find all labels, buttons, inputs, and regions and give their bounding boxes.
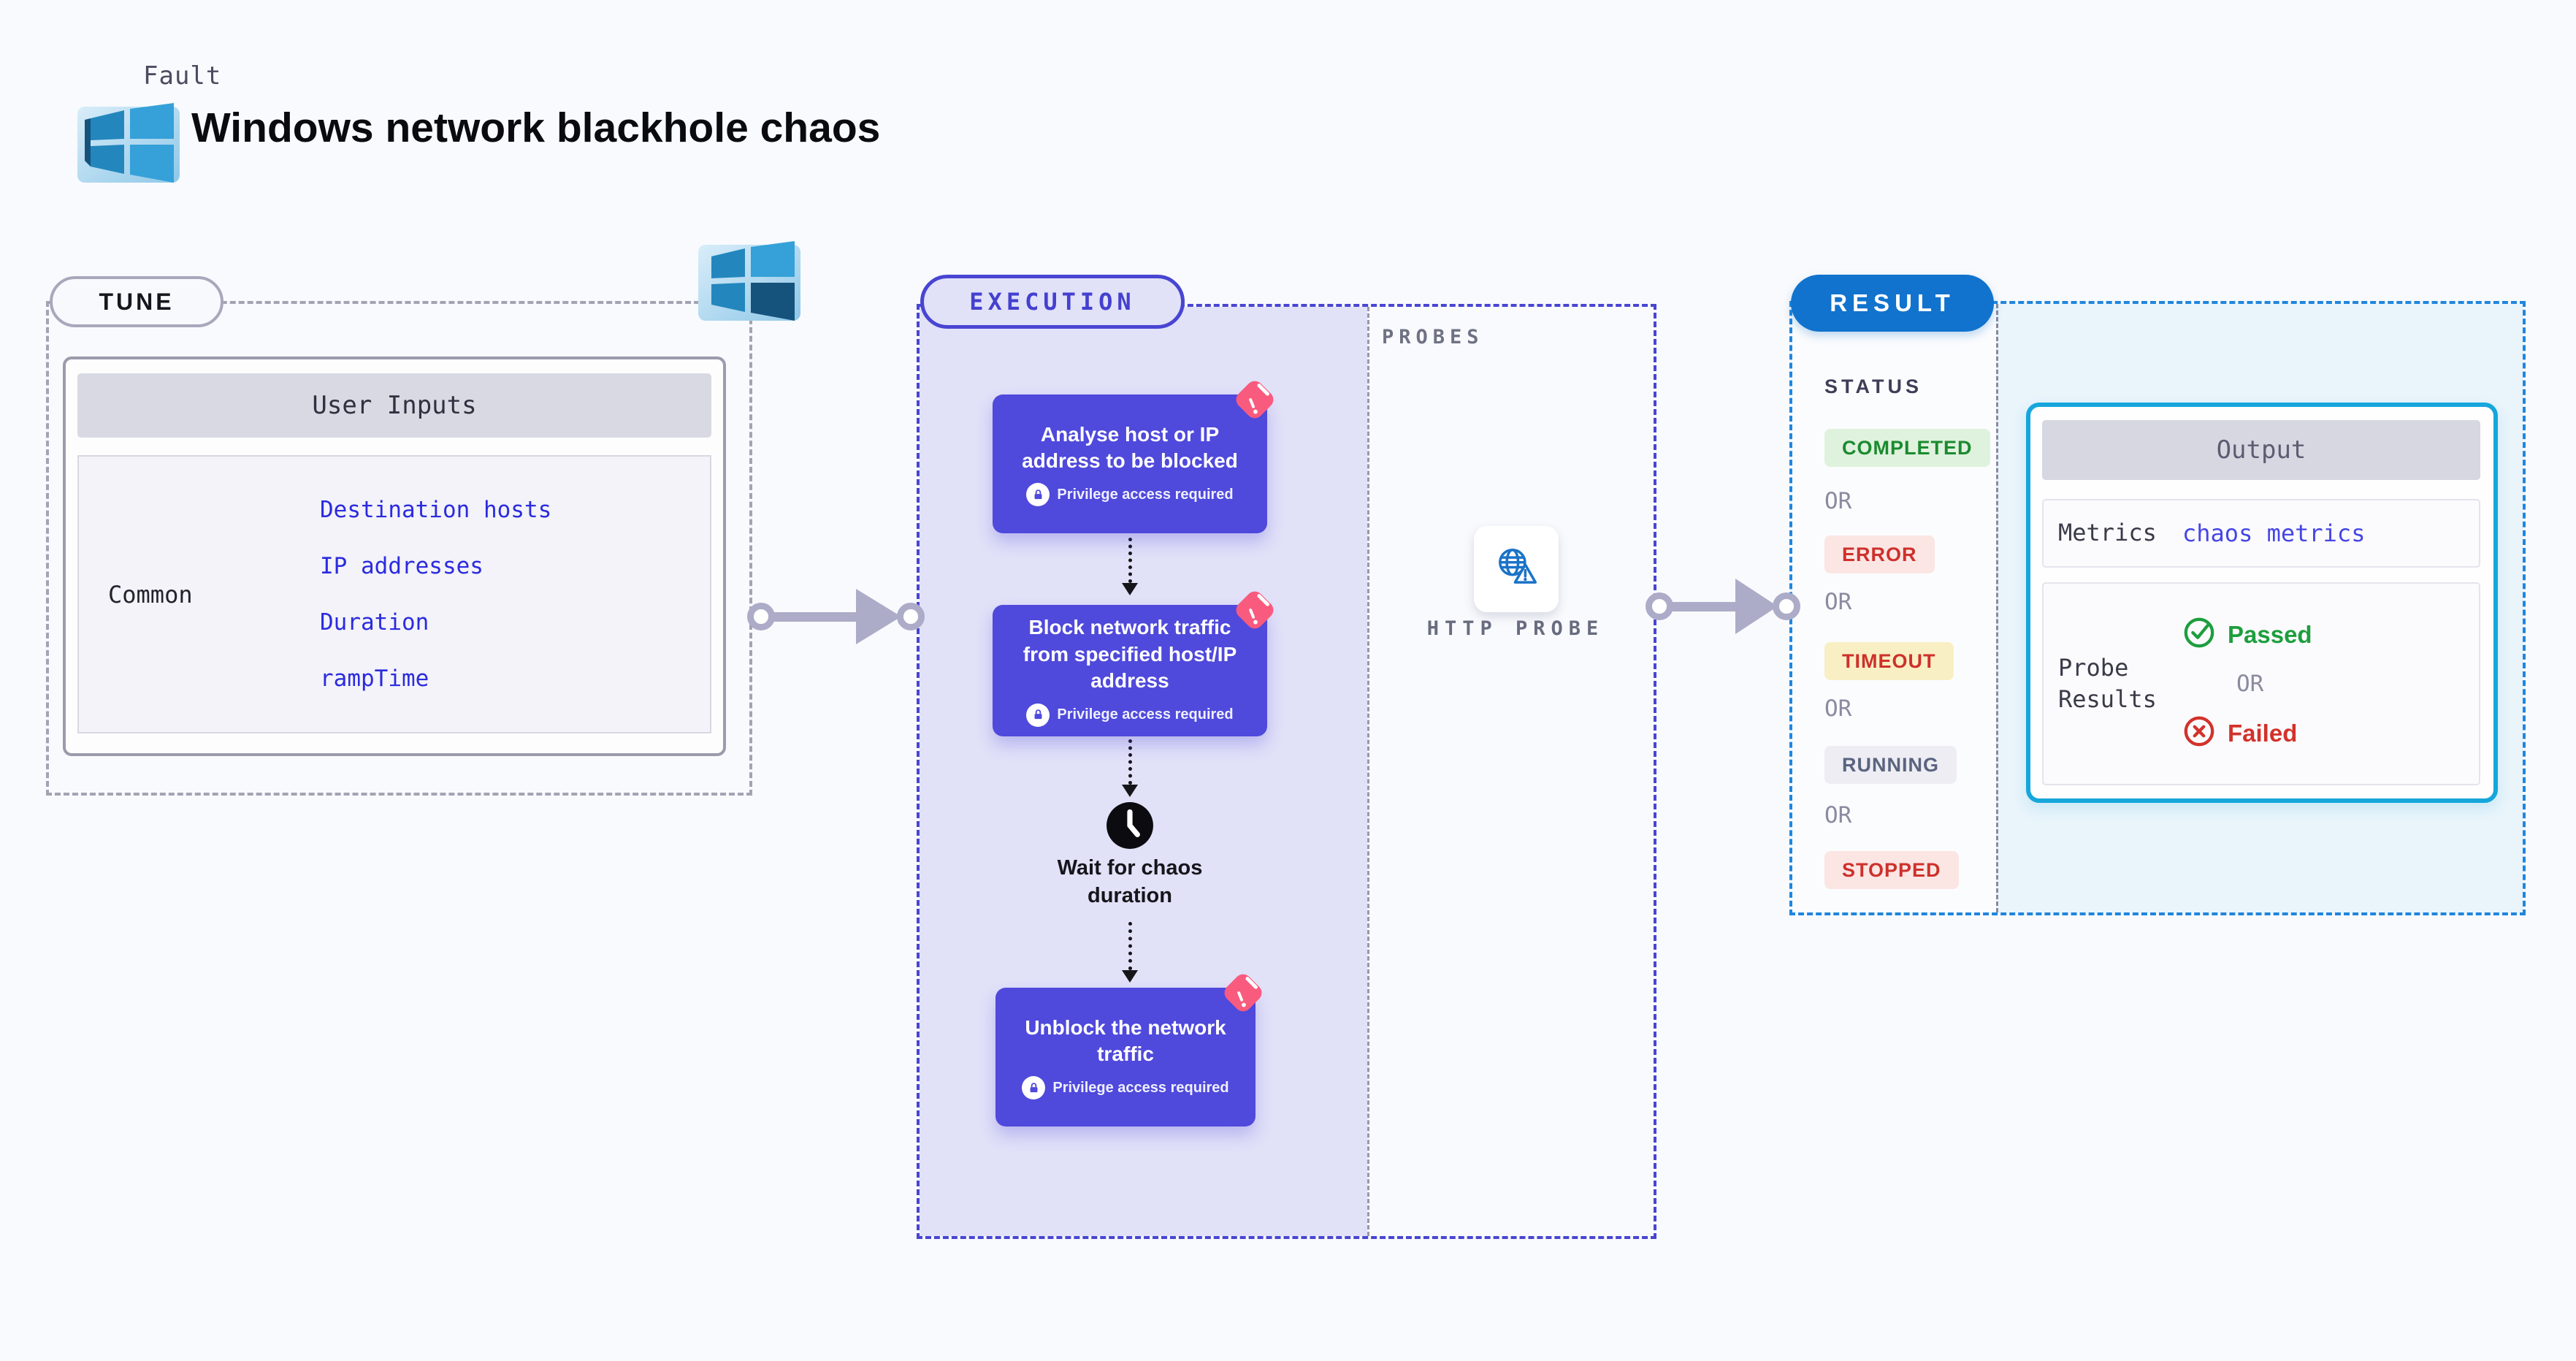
link-ramptime[interactable]: rampTime — [320, 666, 429, 692]
status-output-divider — [1996, 304, 1998, 912]
privilege-row: Privilege access required — [1026, 703, 1234, 727]
flow-arrow-icon — [1122, 970, 1138, 983]
step-title: Analyse host or IP address to be blocked — [1022, 422, 1238, 472]
arrow-head-icon — [1735, 579, 1778, 634]
chaos-metrics-link[interactable]: chaos metrics — [2182, 519, 2366, 547]
step-analyse-host: Analyse host or IP address to be blocked… — [993, 381, 1274, 533]
tune-section-label: TUNE — [50, 276, 223, 327]
http-probe-node — [1474, 526, 1559, 612]
windows-logo-icon — [76, 101, 187, 186]
link-duration[interactable]: Duration — [320, 609, 429, 636]
page-title: Windows network blackhole chaos — [191, 104, 881, 151]
probe-results-label: Probe Results — [2058, 653, 2157, 713]
connector-dot — [1646, 592, 1673, 620]
or-label: OR — [1824, 488, 1852, 514]
metrics-label: Metrics — [2058, 519, 2157, 547]
step-title: Unblock the network traffic — [1025, 1015, 1226, 1065]
step-title: Block network traffic from specified hos… — [1023, 616, 1237, 693]
or-label: OR — [1824, 802, 1852, 828]
check-circle-icon — [2182, 616, 2216, 653]
globe-warning-icon — [1492, 544, 1540, 595]
flow-connector — [1128, 739, 1132, 785]
metrics-row: Metrics chaos metrics — [2042, 499, 2480, 568]
user-inputs-header: User Inputs — [77, 373, 711, 438]
status-column — [1792, 304, 1996, 912]
execution-probes-divider — [1367, 307, 1369, 1236]
passed-row: Passed — [2182, 616, 2312, 653]
step-block-traffic: Block network traffic from specified hos… — [993, 591, 1274, 736]
clock-icon — [1105, 801, 1155, 854]
status-badge-error: ERROR — [1824, 535, 1935, 573]
or-label: OR — [2236, 671, 2264, 697]
execution-section-label: EXECUTION — [920, 275, 1185, 329]
probes-section-label: PROBES — [1382, 326, 1484, 348]
probe-results-row: Probe Results Passed OR — [2042, 582, 2480, 785]
arrow-line — [773, 612, 859, 622]
failed-row: Failed — [2182, 714, 2312, 752]
failed-label: Failed — [2228, 719, 2298, 747]
status-badge-timeout: TIMEOUT — [1824, 642, 1954, 680]
privilege-note: Privilege access required — [1057, 706, 1234, 723]
flow-connector — [1128, 922, 1132, 970]
result-section-label: RESULT — [1791, 275, 1994, 332]
flow-arrow-icon — [1122, 785, 1138, 797]
arrow-line — [1671, 602, 1738, 611]
x-circle-icon — [2182, 714, 2216, 752]
arrow-head-icon — [856, 589, 901, 644]
chaos-experiment-icon — [1218, 967, 1269, 1022]
connector-dot — [897, 603, 925, 630]
status-badge-running: RUNNING — [1824, 746, 1957, 784]
or-label: OR — [1824, 589, 1852, 615]
step-unblock-traffic: Unblock the network traffic Privilege ac… — [995, 974, 1262, 1126]
lock-icon — [1022, 1076, 1046, 1100]
connector-dot — [1773, 592, 1800, 620]
http-probe-label: HTTP PROBE — [1426, 617, 1605, 640]
windows-logo-icon — [697, 239, 808, 324]
step-wait-duration: Wait for chaos duration — [1057, 856, 1203, 907]
user-inputs-table: Common Destination hosts IP addresses Du… — [77, 455, 711, 733]
passed-label: Passed — [2228, 620, 2312, 648]
status-title: STATUS — [1824, 375, 1922, 397]
connector-dot — [747, 603, 775, 630]
flow-arrow-icon — [1122, 583, 1138, 595]
or-label: OR — [1824, 695, 1852, 722]
privilege-row: Privilege access required — [1026, 483, 1234, 507]
chaos-experiment-icon — [1229, 584, 1280, 639]
status-badge-completed: COMPLETED — [1824, 429, 1990, 467]
output-header: Output — [2042, 420, 2480, 480]
row-label-common: Common — [108, 580, 193, 609]
privilege-note: Privilege access required — [1057, 486, 1234, 503]
tunable-links: Destination hosts IP addresses Duration … — [320, 457, 710, 732]
link-ip-addresses[interactable]: IP addresses — [320, 553, 484, 579]
tune-section — [46, 301, 752, 796]
flow-connector — [1128, 538, 1132, 583]
lock-icon — [1026, 483, 1050, 507]
status-badge-stopped: STOPPED — [1824, 851, 1959, 889]
fault-kicker: Fault — [143, 61, 222, 91]
privilege-note: Privilege access required — [1052, 1079, 1229, 1096]
probe-results-values: Passed OR Failed — [2182, 616, 2312, 752]
chaos-experiment-icon — [1229, 374, 1280, 429]
link-destination-hosts[interactable]: Destination hosts — [320, 497, 552, 523]
lock-icon — [1026, 703, 1050, 727]
privilege-row: Privilege access required — [1022, 1076, 1229, 1100]
